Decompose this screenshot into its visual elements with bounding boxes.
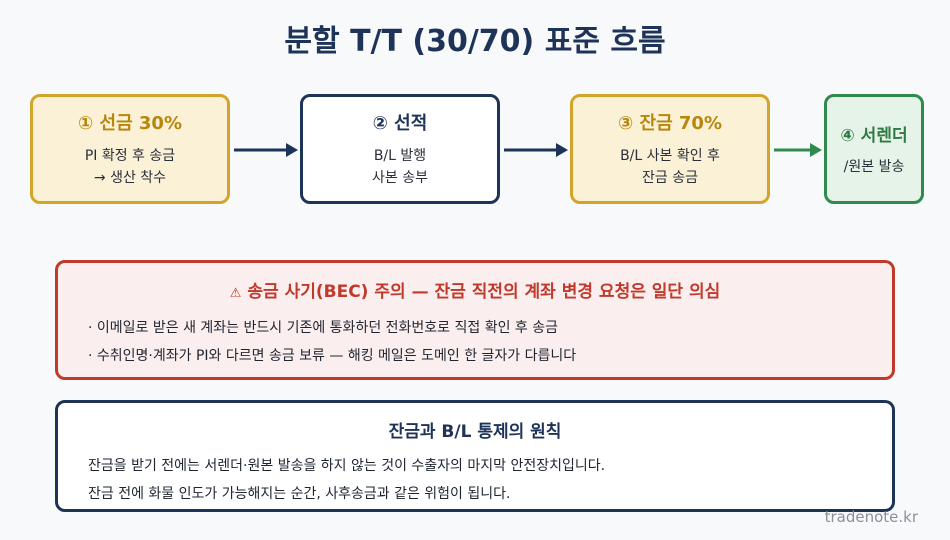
step-surrender: ④ 서렌더 /원본 발송 <box>824 94 924 204</box>
step-description: B/L 사본 확인 후 잔금 송금 <box>620 148 720 186</box>
step-description: PI 확정 후 송금 → 생산 착수 <box>84 148 176 186</box>
warning-icon: ⚠ <box>229 286 242 301</box>
control-principle-box: 잔금과 B/L 통제의 원칙 잔금을 받기 전에는 서렌더·원본 발송을 하지 … <box>55 400 895 512</box>
step-title: ③ 잔금 70% <box>618 113 722 134</box>
step-title: ④ 서렌더 <box>840 125 908 146</box>
arrow-icon <box>774 143 822 157</box>
warning-title: ⚠ 송금 사기(BEC) 주의 — 잔금 직전의 계좌 변경 요청은 일단 의심 <box>88 277 862 302</box>
step-description: /원본 발송 <box>843 158 905 175</box>
step-balance: ③ 잔금 70% B/L 사본 확인 후 잔금 송금 <box>570 94 770 204</box>
arrow-icon <box>234 143 298 157</box>
arrow-icon <box>504 143 568 157</box>
site-watermark: tradenote.kr <box>824 508 918 526</box>
warning-title-text: 송금 사기(BEC) 주의 — 잔금 직전의 계좌 변경 요청은 일단 의심 <box>247 282 721 302</box>
step-deposit: ① 선금 30% PI 확정 후 송금 → 생산 착수 <box>30 94 230 204</box>
principle-line: 잔금 전에 화물 인도가 가능해지는 순간, 사후송금과 같은 위험이 됩니다. <box>88 486 511 502</box>
warning-line: · 수취인명·계좌가 PI와 다르면 송금 보류 — 해킹 메일은 도메인 한 … <box>88 348 577 364</box>
principle-line: 잔금을 받기 전에는 서렌더·원본 발송을 하지 않는 것이 수출자의 마지막 … <box>88 458 606 474</box>
step-description: B/L 발행 사본 송부 <box>372 148 428 186</box>
step-title: ② 선적 <box>372 113 428 134</box>
page-title: 분할 T/T (30/70) 표준 흐름 <box>284 24 666 59</box>
step-shipment: ② 선적 B/L 발행 사본 송부 <box>300 94 500 204</box>
principle-title: 잔금과 B/L 통제의 원칙 <box>388 422 562 442</box>
fraud-warning-box: ⚠송금 사기(BEC) 주의 — 잔금 직전의 계좌 변경 요청은 일단 의심 … <box>55 260 895 380</box>
warning-line: · 이메일로 받은 새 계좌는 반드시 기존에 통화하던 전화번호로 직접 확인… <box>88 320 559 336</box>
step-title: ① 선금 30% <box>78 113 182 134</box>
